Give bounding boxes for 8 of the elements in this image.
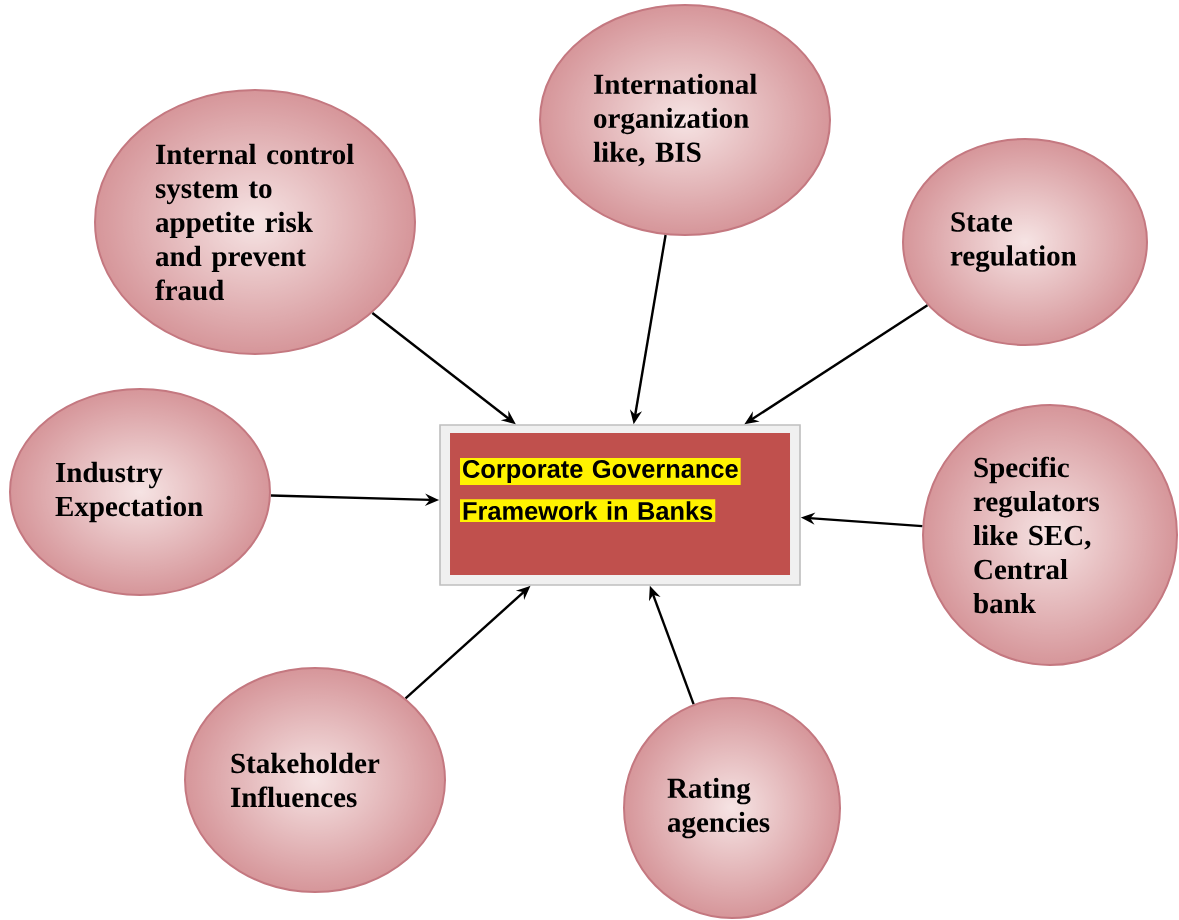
- bubble: Rating agencies: [623, 697, 841, 919]
- bubble: Internal control system to appetite risk and prevent fraud: [94, 89, 416, 355]
- bubble: Stakeholder Influences: [184, 667, 446, 893]
- bubble: Industry Expectation: [9, 388, 271, 596]
- bubble: State regulation: [902, 138, 1148, 346]
- bubble: Specific regulators like SEC, Central bank: [922, 404, 1178, 666]
- title-box: Corporate Governance Framework in Banks: [439, 424, 801, 586]
- bubble: International organization like, BIS: [539, 4, 831, 236]
